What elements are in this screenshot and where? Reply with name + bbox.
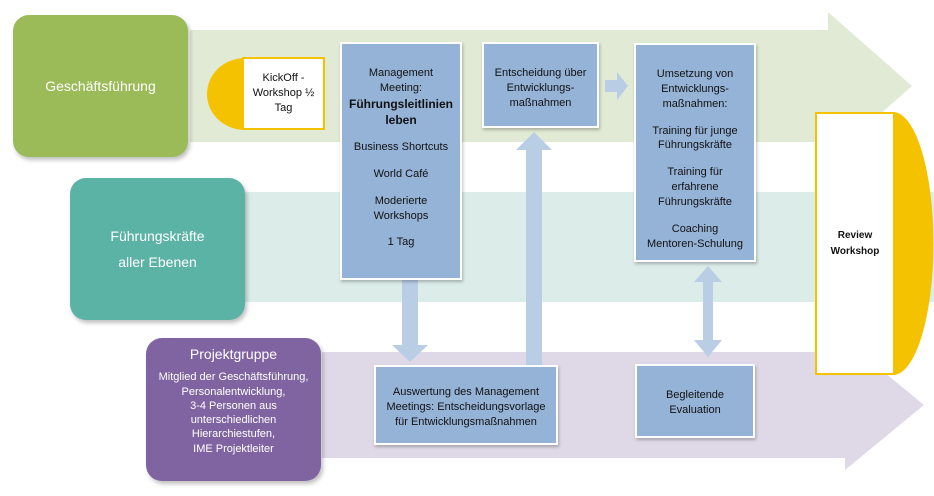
umsetzung-box: Umsetzung von Entwicklungs- maßnahmen: T… bbox=[634, 43, 756, 262]
review-half-ellipse bbox=[893, 112, 934, 375]
double-arrow bbox=[694, 266, 722, 357]
right-arrow bbox=[605, 72, 628, 100]
management-meeting-box: Management Meeting: Führungsleitlinien l… bbox=[340, 42, 462, 280]
review-workshop-box: Review Workshop bbox=[815, 112, 895, 375]
kickoff-workshop-box: KickOff - Workshop ½ Tag bbox=[242, 57, 325, 130]
evaluation-box: Begleitende Evaluation bbox=[635, 364, 755, 438]
role-fuehrungskraefte: Führungskräfte aller Ebenen bbox=[70, 178, 245, 320]
role-projektgruppe: Projektgruppe Mitglied der Geschäftsführ… bbox=[146, 338, 321, 481]
down-arrow bbox=[392, 280, 428, 362]
up-arrow bbox=[516, 132, 552, 365]
kickoff-half-circle bbox=[207, 58, 245, 130]
role-geschaeftsfuehrung: Geschäftsführung bbox=[13, 15, 188, 157]
entscheidung-box: Entscheidung über Entwicklungs- maßnahme… bbox=[482, 42, 599, 128]
auswertung-box: Auswertung des Management Meetings: Ents… bbox=[374, 365, 558, 445]
